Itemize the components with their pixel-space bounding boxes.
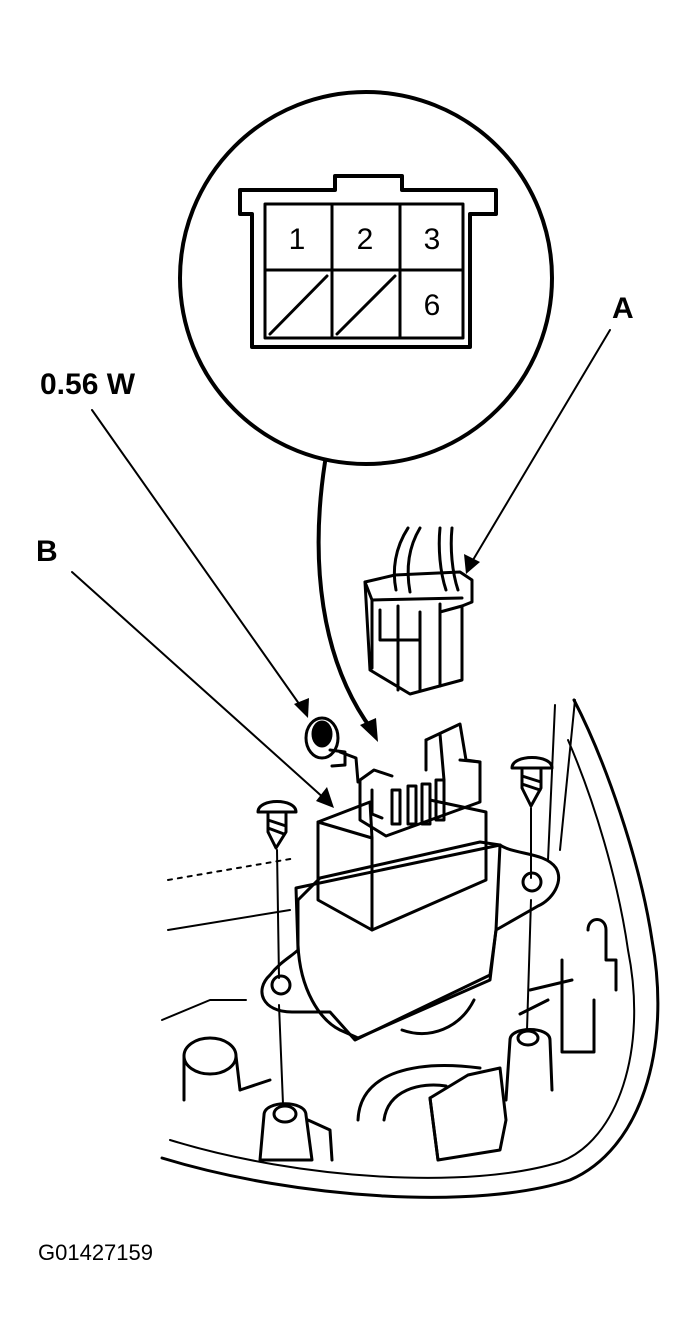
harness-connector	[363, 526, 474, 696]
leader-line-b	[71, 571, 327, 801]
callout-b-label: B	[36, 535, 58, 568]
terminal-1: 1	[289, 223, 306, 256]
switch-housing-base	[160, 698, 660, 1199]
leader-line-a	[469, 329, 611, 566]
leader-line-w	[91, 409, 303, 709]
switch-assembly	[260, 722, 561, 1042]
terminal-6: 6	[424, 289, 441, 322]
figure-id: G01427159	[38, 1240, 153, 1265]
callout-a-label: A	[612, 292, 634, 325]
indicator-bulb	[304, 716, 360, 784]
callout-bulb-label: 0.56 W	[40, 368, 136, 401]
empty-cavity-4	[268, 274, 329, 336]
mounting-screw-right	[510, 756, 554, 1031]
empty-cavity-5	[335, 274, 397, 336]
connector-detail-circle	[178, 90, 554, 742]
mounting-screw-left	[256, 800, 298, 1105]
terminal-2: 2	[357, 223, 374, 256]
detail-leader-line	[316, 460, 374, 732]
terminal-3: 3	[424, 223, 441, 256]
connector-face	[238, 174, 498, 349]
